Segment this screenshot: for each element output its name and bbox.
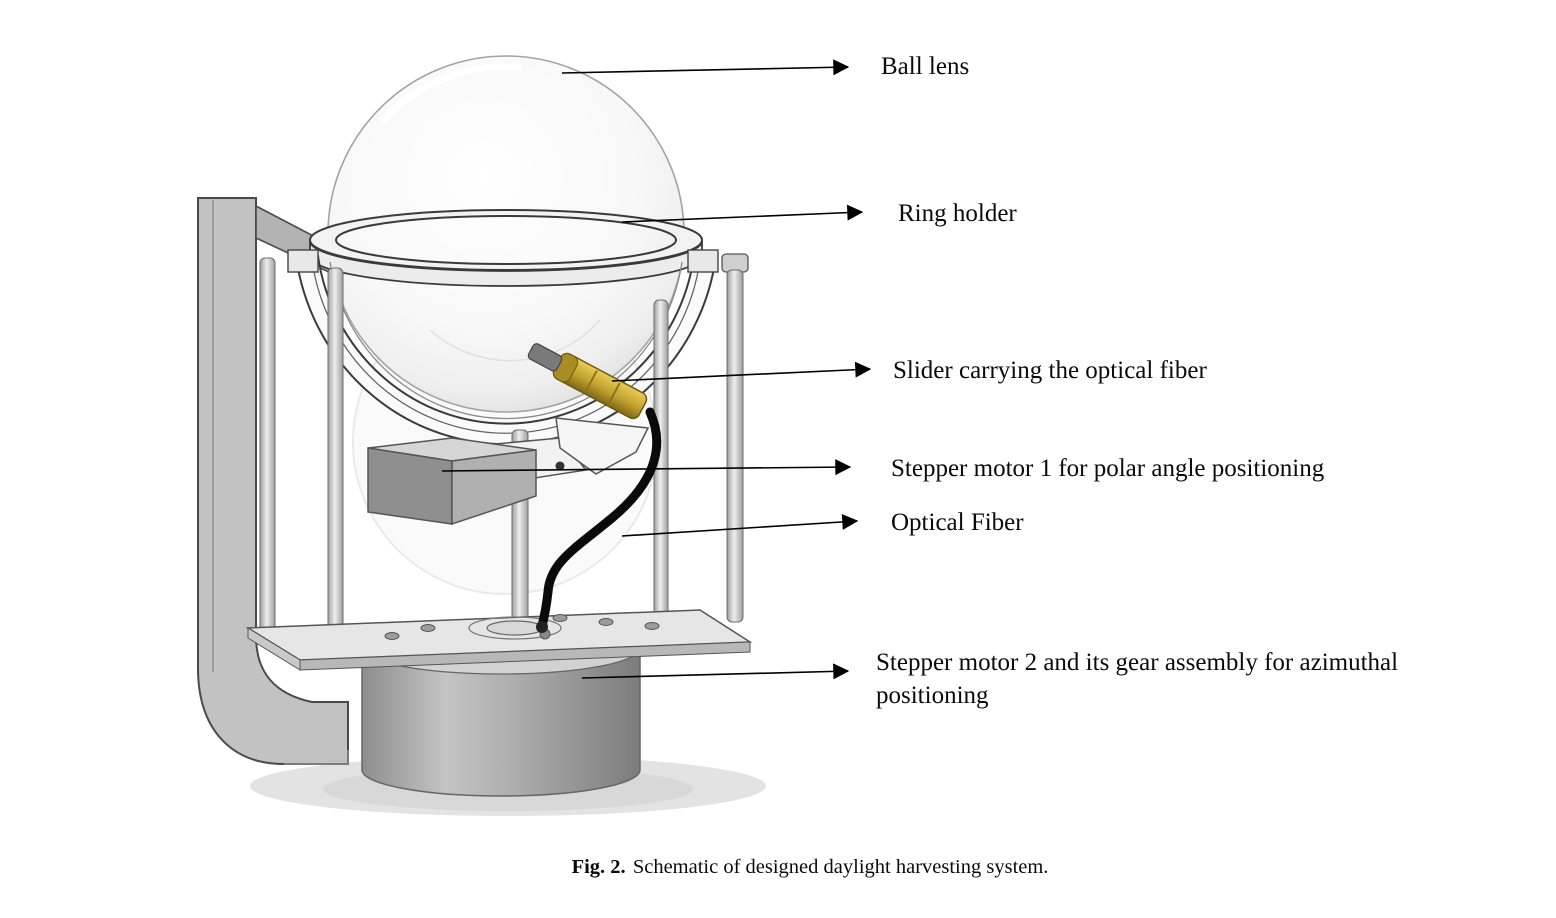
leader-arrows [441,59,872,680]
arrow-stepper-motor-2 [581,663,850,680]
label-ring-holder: Ring holder [898,200,1017,227]
label-stepper-motor-2: Stepper motor 2 and its gear assembly fo… [876,649,1399,709]
slider-bracket [555,417,650,475]
label-stepper-motor-1: Stepper motor 1 for polar angle position… [891,455,1325,482]
label-optical-fiber: Optical Fiber [891,509,1024,536]
label-slider: Slider carrying the optical fiber [893,357,1207,384]
arrow-stepper-motor-1 [441,459,852,476]
caption-text: Schematic of designed daylight harvestin… [632,856,1049,878]
stepper-motor-1-body [367,437,537,526]
arrow-ball-lens [561,59,850,76]
base-plate [245,609,753,671]
slider-gold [527,343,648,420]
figure-caption: Fig. 2. Schematic of designed daylight ha… [62,856,1556,879]
optical-fiber-cable [536,407,662,633]
label-ball-lens: Ball lens [881,53,970,80]
arrow-optical-fiber [621,513,859,537]
arrow-ring-holder [621,204,864,223]
ball-lens-sphere [327,55,685,413]
arrow-slider [611,361,872,382]
caption-number: Fig. 2. [571,856,626,878]
